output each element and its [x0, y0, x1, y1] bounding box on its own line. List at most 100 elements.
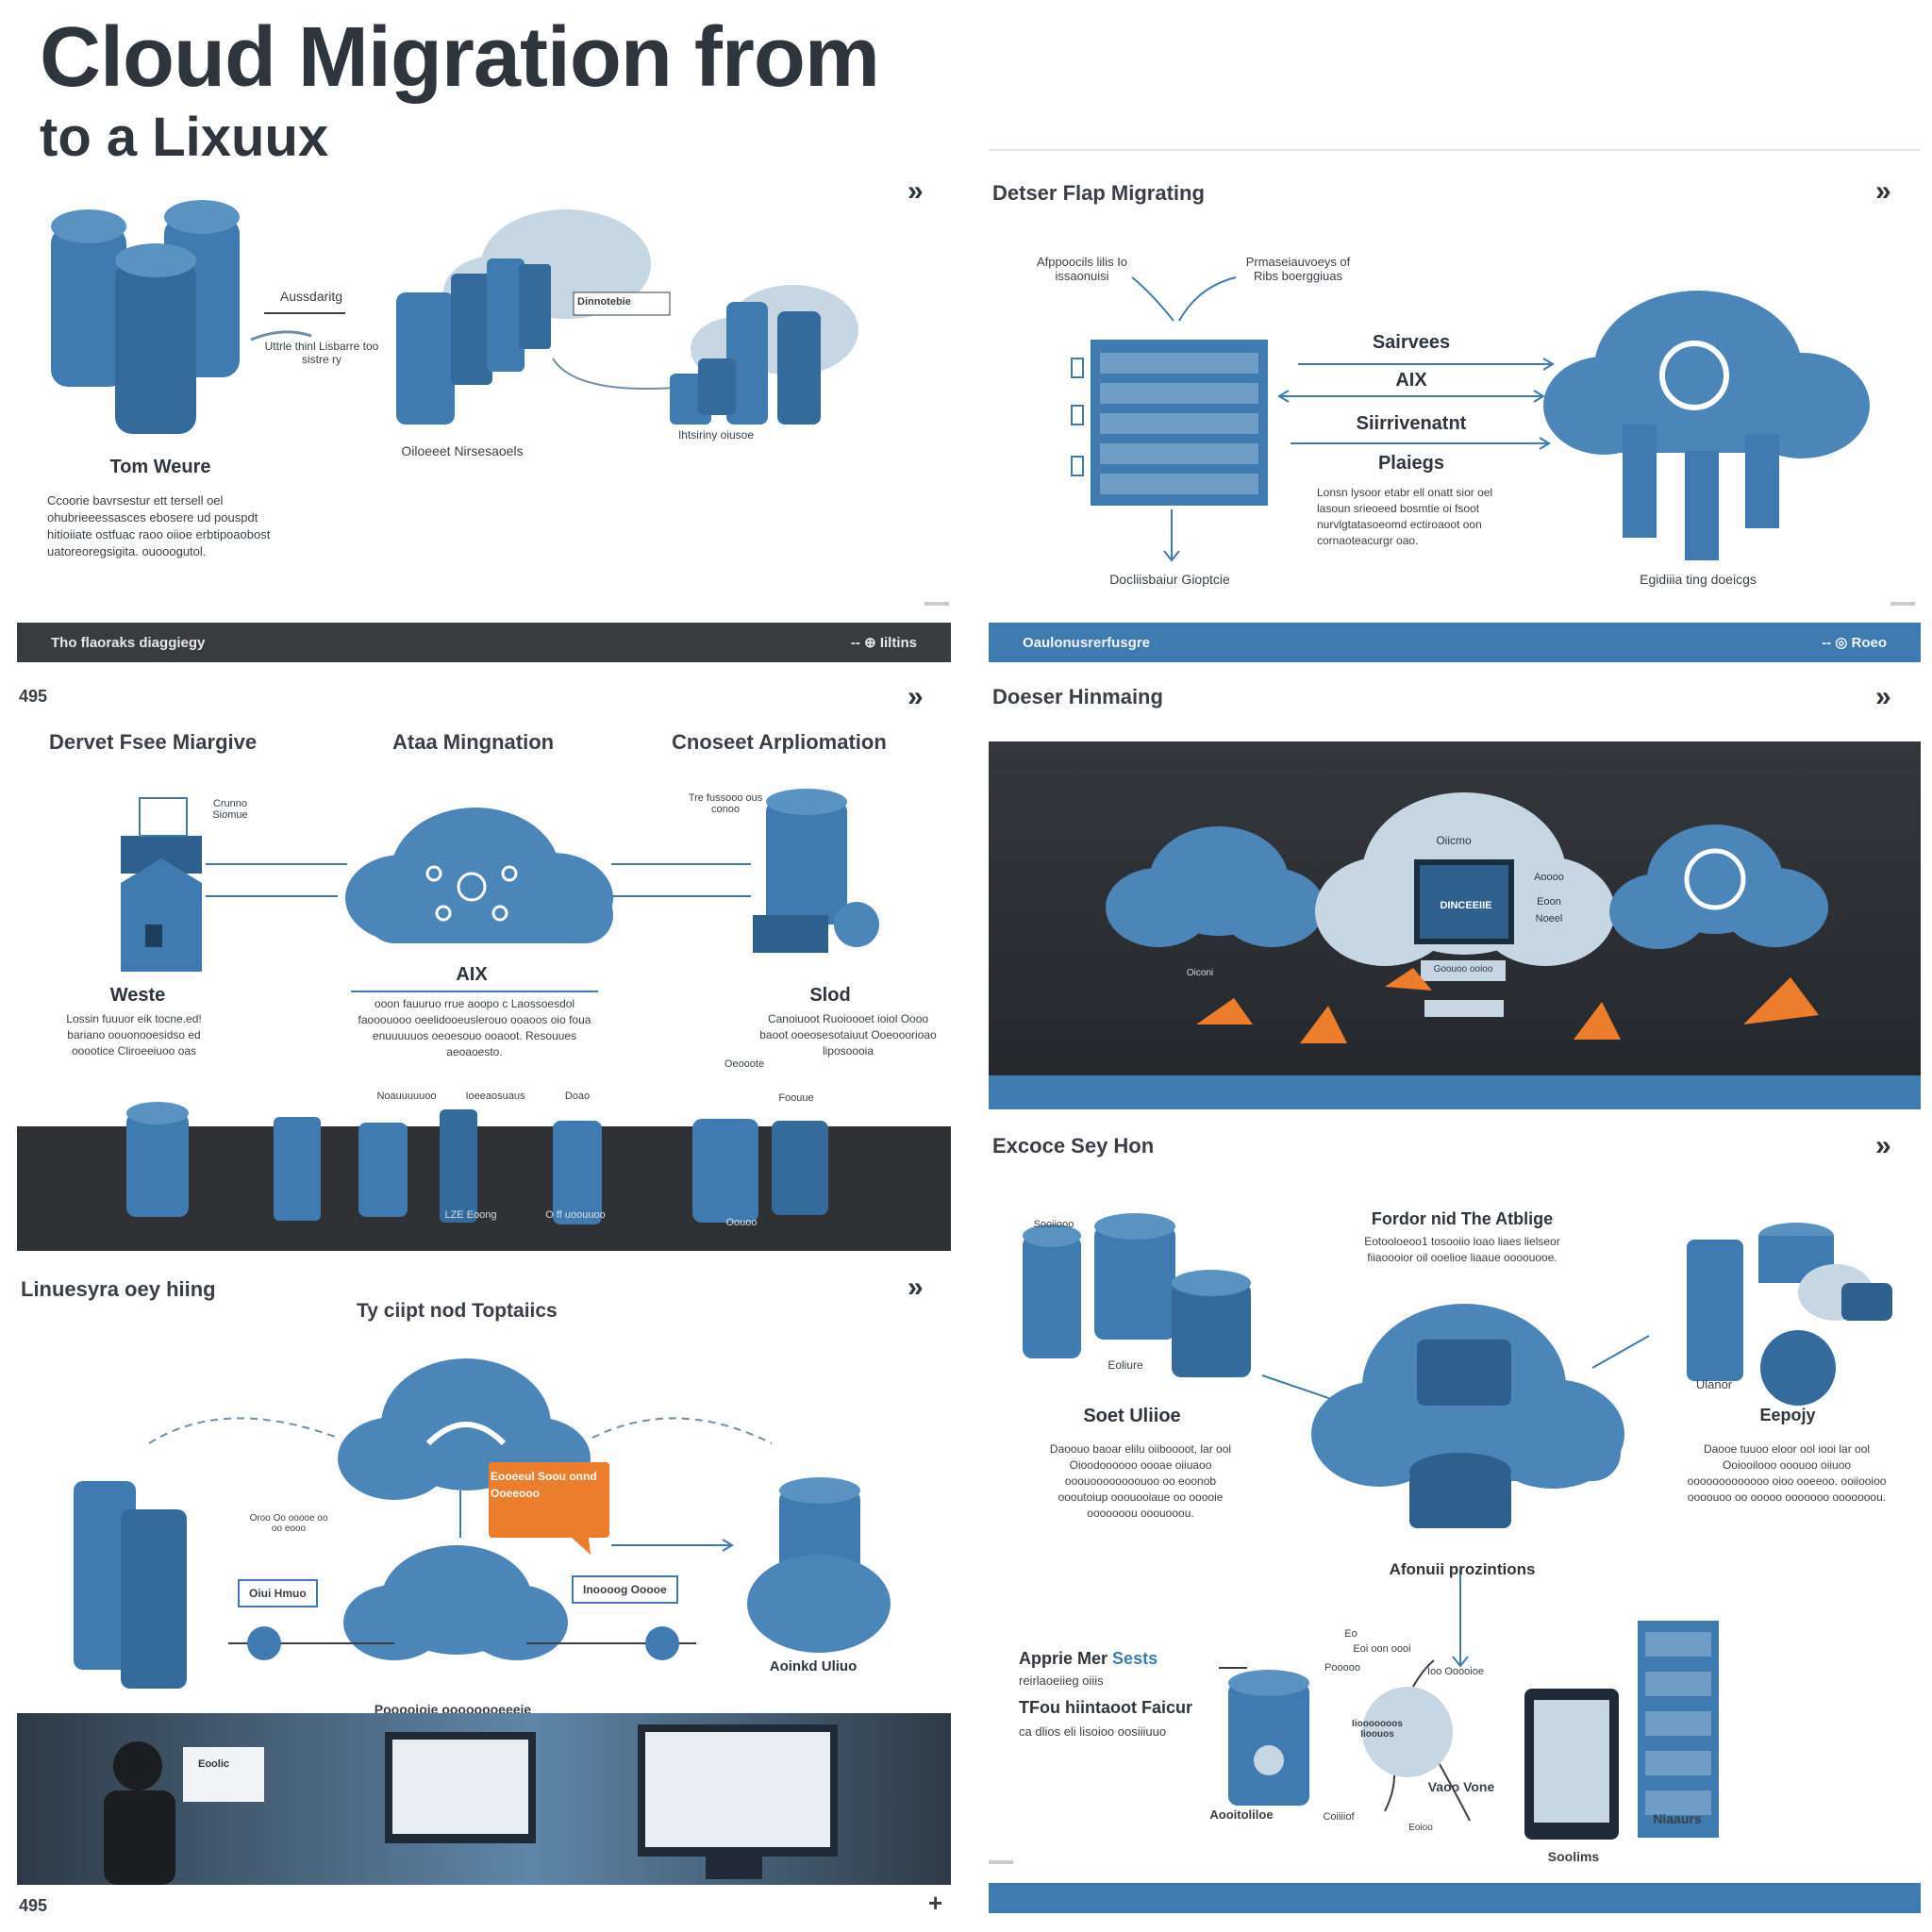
panel3-strip-label-1: Noauuuuuoo — [376, 1091, 437, 1102]
panel2-footer-action[interactable]: -- ◎ Roeo — [1822, 635, 1887, 651]
panel3-illustration — [121, 789, 879, 972]
panel5-subtitle: Ty ciipt nod Toptaiics — [357, 1300, 558, 1322]
panel6-circle-label: Iiooooooos Iioouos — [1352, 1719, 1403, 1740]
panel6-bl-title1: Apprie Mer Sests — [1019, 1649, 1158, 1669]
panel1-subtitle: Tom Weure — [109, 457, 211, 477]
panel2-illustration — [1071, 276, 1870, 562]
panel5-chip-right[interactable]: Inoooog Ooooe — [572, 1575, 678, 1604]
panel1-illustration — [51, 200, 858, 434]
panel3-left-body: Lossin fuuuor eik tocne.ed! bariano oouo… — [66, 1012, 202, 1058]
panel1-label-mid: Uttrle thinl Lisbarre too sistre ry — [264, 340, 379, 366]
panel2-footer-bar: Oaulonusrerfusgre -- ◎ Roeo — [989, 623, 1921, 662]
panel3-right-title: Slod — [809, 985, 851, 1006]
panel6-bl-title2: TFou hiintaoot Faicur — [1019, 1698, 1192, 1717]
panel4-side-label-2: Eoon — [1537, 896, 1561, 908]
panel5-illustration — [74, 1358, 891, 1689]
panel4-next-icon[interactable]: » — [1875, 681, 1891, 712]
panel2-flow-3: Siirrivenatnt — [1356, 413, 1467, 434]
page-title-line1: Cloud Migration from — [40, 10, 880, 105]
panel6-c-top1: Eo — [1344, 1628, 1357, 1640]
panel2-title: Detser Flap Migrating — [992, 181, 1205, 205]
database-globe-icon — [747, 1477, 891, 1653]
panel3-column-2: Ataa Mingnation — [392, 730, 555, 754]
panel4-footer-bar — [989, 1075, 1921, 1109]
panel6-bl-title1-accent: Sests — [1112, 1649, 1158, 1668]
panel6-c-bottom2: Eoioo — [1408, 1823, 1433, 1833]
server-rack-icon — [396, 258, 551, 425]
panel3-next-icon[interactable]: » — [908, 681, 924, 712]
panel1-divider — [924, 602, 949, 606]
panel3-strip-label-2: Ioeeaosuaus — [465, 1091, 525, 1102]
panel5-chip-right-wrap: Inoooog Ooooe — [572, 1575, 678, 1604]
panel3-left-title: Weste — [109, 985, 166, 1006]
panel6-center-title: Fordor nid The Atblige — [1371, 1209, 1554, 1228]
panel3-center-label: AIX — [456, 964, 488, 985]
panel2-footer-label: Oaulonusrerfusgre — [1023, 634, 1151, 651]
panel1-label-cloud: Ihtsiriny oiusoe — [677, 428, 755, 441]
panel6-c-bottom1: Coiiiiof — [1323, 1811, 1355, 1823]
panel6-tablet-label: Soolims — [1547, 1849, 1600, 1864]
panel6-bl-db-label: Aooitoliloe — [1209, 1807, 1274, 1822]
server-gear-icon — [1687, 1223, 1892, 1406]
panel2-flow-2: AIX — [1395, 370, 1427, 391]
panel4-cloud-top: Oiicmo — [1436, 834, 1472, 847]
cloud-icon — [1543, 291, 1870, 458]
panel5-small-label: Oroo Oo ooooe oo oo eooo — [249, 1513, 328, 1534]
panel6-next-icon[interactable]: » — [1875, 1130, 1891, 1161]
cloud-left-icon — [1106, 826, 1324, 947]
panel1-footer-label: Tho flaoraks diaggiegy — [51, 634, 206, 651]
panel3-right-body: Canoiuoot Ruoioooet ioiol Oooo baoot ooe… — [759, 1012, 937, 1058]
panel1-next-icon[interactable]: » — [908, 175, 924, 207]
panel6-voice-label: Vaoo Vone — [1427, 1779, 1495, 1794]
panel5-next-icon[interactable]: » — [908, 1272, 924, 1303]
panel4-illustration — [1106, 792, 1828, 1043]
panel2-label-a: Afppoocils lilis Io issaonuisi — [1036, 255, 1128, 283]
panel6-bl-title1-main: Apprie Mer — [1019, 1649, 1108, 1668]
panel3-page-number: 495 — [19, 687, 48, 706]
top-right-divider — [989, 149, 1921, 151]
panel6-right-body: Daooe tuuoo eloor ool iooi lar ool Ooioo… — [1687, 1442, 1887, 1504]
house-server-icon — [121, 797, 202, 972]
panel3-column-3: Cnoseet Arpliomation — [672, 730, 887, 754]
panel2-label-bottom-right: Egidiiia ting doeicgs — [1640, 572, 1757, 587]
panel4-side-label-1: Aoooo — [1534, 872, 1564, 883]
panel6-c-right: Ioo Ooooioe — [1427, 1666, 1484, 1677]
panel6-left-title: Soet Uliioe — [1083, 1406, 1181, 1426]
tablet-icon — [1524, 1689, 1619, 1840]
panel5-chip-left[interactable]: Oiui Hmuo — [238, 1579, 318, 1607]
panel5-add-icon[interactable]: + — [928, 1889, 943, 1917]
server-rack-icon — [1638, 1621, 1719, 1838]
cloud-bottom-icon — [343, 1545, 568, 1660]
panel4-screen-label: DINCEEIIE — [1440, 900, 1492, 911]
panel6-title: Excoce Sey Hon — [992, 1134, 1155, 1158]
panel4-screen-sub: Goouoo ooioo — [1433, 964, 1493, 974]
panel5-callout: Eooeeul Soou onnd Ooeeooo — [491, 1470, 597, 1500]
panel5-photo-elements — [104, 1724, 838, 1885]
panel2-next-icon[interactable]: » — [1875, 175, 1891, 207]
database-cluster-icon — [51, 200, 240, 434]
panel6-center-body: Eotooloeoo1 tosooiio loao liaes lielseor… — [1364, 1235, 1560, 1264]
panel6-bl-sub1: reirlaoeiieg oiiis — [1019, 1674, 1104, 1688]
panel3-center-body: ooon fauuruo rrue aoopo c Laossoesdol fa… — [351, 991, 598, 1060]
panel6-left-body: Daoouo baoar elilu oiiboooot, lar ool Oi… — [1049, 1442, 1232, 1520]
panel1-label-left: Aussdaritg — [279, 289, 343, 304]
panel6-right-title: Eepojy — [1759, 1406, 1816, 1424]
panel6-label-left-top: Sooiiooo — [1033, 1219, 1074, 1230]
panel6-center-bottom: Afonuii prozintions — [1389, 1560, 1536, 1578]
cloud-right-icon — [1609, 824, 1828, 949]
panel3-strip-label-4: Oeooote — [724, 1058, 765, 1070]
panel5-label-right: Aoinkd Uliuo — [769, 1658, 858, 1674]
cloud-servers-icon — [670, 302, 821, 425]
panel6-illustration — [1023, 1213, 1892, 1840]
panel1-footer-action[interactable]: -- ⊕ Iiltins — [850, 635, 917, 651]
panel3-strip-label-5: Foouue — [778, 1092, 814, 1104]
page-title-line2: to a Lixuux — [40, 107, 329, 168]
panel5-chip-left-wrap: Oiui Hmuo — [238, 1579, 318, 1607]
panel1-chip-label: Dinnotebie — [577, 296, 631, 308]
database-icon — [1228, 1670, 1309, 1806]
panel2-label-bottom-left: Docliisbaiur Gioptcie — [1109, 572, 1230, 587]
panel3-chip-right: Tre fussooo ous conoo — [688, 792, 763, 815]
panel2-flow-1: Sairvees — [1372, 332, 1451, 353]
panel5-screen-label: Eoolic — [198, 1758, 230, 1770]
panel4-title: Doeser Hinmaing — [992, 685, 1163, 708]
